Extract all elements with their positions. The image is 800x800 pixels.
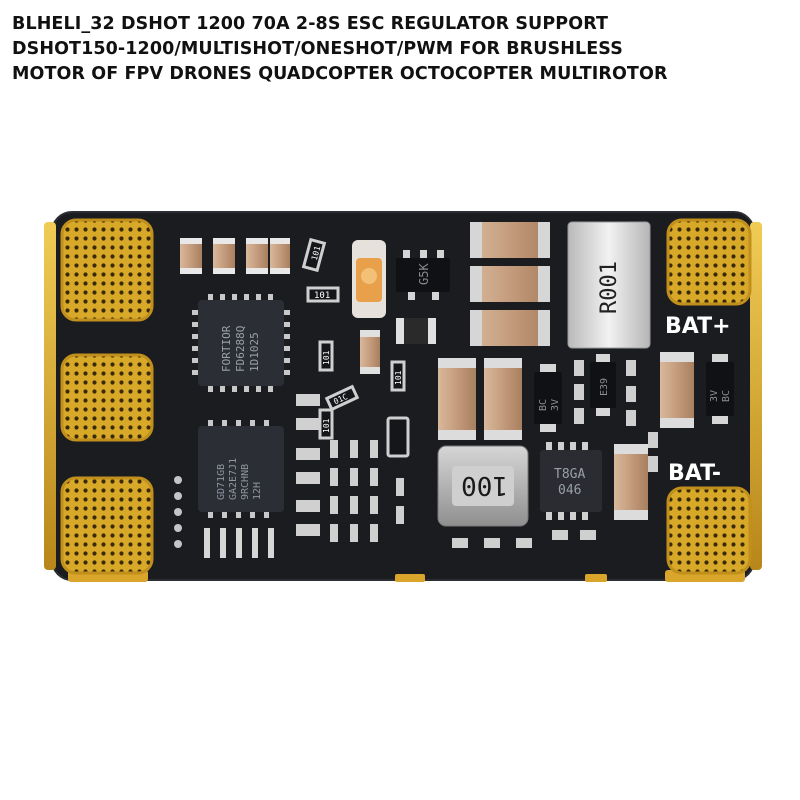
bat-plus-pad	[666, 218, 752, 306]
mcu-part: FD6288Q	[234, 326, 247, 372]
mid-small-parts: 101 01C 101 101	[296, 330, 410, 536]
resistor-top: 101	[301, 237, 327, 273]
led	[352, 240, 386, 318]
product-title-line-3: MOTOR OF FPV DRONES QUADCOPTER OCTOCOPTE…	[12, 64, 668, 84]
bottom-left-resistors	[204, 528, 274, 558]
motor-pad-2	[60, 353, 154, 442]
motor-pad-1	[60, 218, 154, 322]
svg-text:BC: BC	[538, 399, 549, 411]
svg-text:T8GA: T8GA	[554, 467, 585, 482]
svg-text:101: 101	[314, 291, 330, 301]
regulator-small: G5K	[396, 250, 450, 300]
diode-left: BC 3V	[534, 364, 562, 432]
power-capacitors-top	[470, 222, 550, 346]
svg-text:046: 046	[558, 483, 581, 498]
bat-minus-label: BAT-	[668, 461, 721, 486]
test-points	[174, 476, 182, 548]
right-capacitors	[614, 352, 694, 520]
svg-text:E39: E39	[599, 378, 610, 396]
diode-area-small-parts	[574, 360, 658, 472]
bat-minus-pad	[666, 486, 752, 575]
bat-plus-label: BAT+	[665, 314, 731, 339]
motor-pad-3	[60, 476, 154, 575]
svg-text:101: 101	[322, 418, 331, 433]
svg-text:101: 101	[322, 350, 331, 365]
power-capacitors-mid	[438, 358, 522, 440]
svg-text:12H: 12H	[252, 482, 263, 500]
inductor-marking: 100	[461, 470, 508, 500]
svg-text:9RCHNB: 9RCHNB	[240, 464, 251, 500]
svg-text:3V: 3V	[709, 390, 720, 402]
product-title-line-1: BLHELI_32 DSHOT 1200 70A 2-8S ESC REGULA…	[12, 14, 609, 34]
top-left-capacitors	[180, 238, 290, 274]
mosfet-chip-left: GD71GB GA2E7J1 9RCHNB 12H	[198, 420, 284, 518]
svg-text:3V: 3V	[550, 399, 561, 411]
shunt-resistor: R001	[567, 221, 651, 349]
regulator-marking: G5K	[417, 263, 431, 285]
inductor: 100	[437, 445, 529, 527]
product-title-line-2: DSHOT150-1200/MULTISHOT/ONESHOT/PWM FOR …	[12, 39, 623, 59]
svg-text:GA2E7J1: GA2E7J1	[228, 458, 239, 500]
mcu-chip: FORTIOR FD6288Q 1D1025	[192, 294, 290, 392]
shunt-marking: R001	[597, 261, 622, 314]
bottom-mid-resistors	[452, 530, 596, 548]
solder-pads	[60, 218, 752, 575]
svg-text:101: 101	[394, 370, 403, 385]
svg-text:101: 101	[310, 245, 322, 261]
resistor-grid	[330, 440, 404, 542]
mosfet-chip-right: T8GA 046	[540, 442, 602, 520]
diode-mid: E39	[590, 354, 616, 416]
product-title: BLHELI_32 DSHOT 1200 70A 2-8S ESC REGULA…	[12, 12, 792, 87]
resistor-mid-1: 101	[306, 286, 340, 303]
diode-right: 3V BC	[706, 354, 734, 424]
svg-text:BC: BC	[721, 390, 732, 402]
mcu-lot: 1D1025	[248, 332, 261, 372]
small-cap-white	[396, 318, 436, 344]
svg-text:GD71GB: GD71GB	[216, 464, 227, 500]
mcu-brand: FORTIOR	[220, 325, 233, 372]
